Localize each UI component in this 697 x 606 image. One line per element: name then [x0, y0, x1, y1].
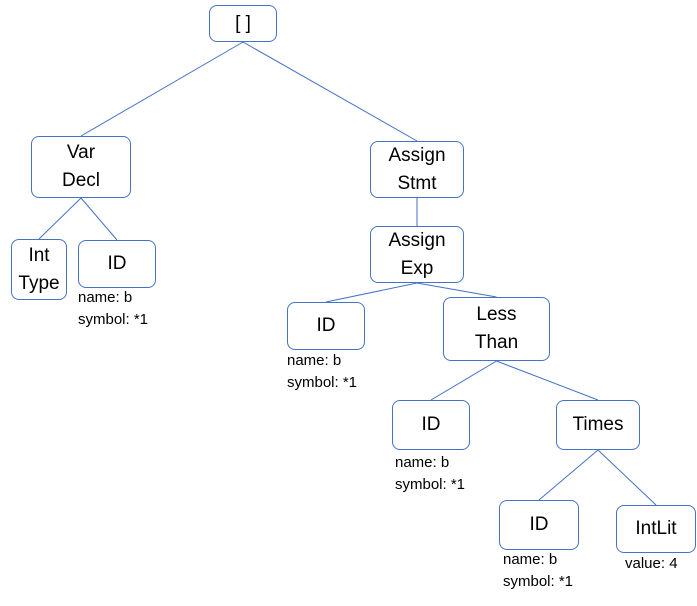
node-id-lhs: ID	[287, 302, 365, 350]
edge-times-to-int-lit	[597, 449, 657, 506]
node-assign-exp: Assign Exp	[370, 226, 464, 283]
node-times: Times	[556, 400, 640, 450]
node-id-lt-left: ID	[392, 400, 470, 450]
annotation-int-lit: value: 4	[625, 553, 678, 575]
node-int-lit-line-1: IntLit	[635, 518, 677, 539]
annotation-id-times-left-name: name: b	[503, 551, 558, 568]
edge-var-decl-to-id-decl	[80, 197, 118, 241]
node-id-decl: ID	[78, 240, 156, 288]
edge-assign-exp-to-id-lhs	[325, 282, 418, 303]
annotation-id-lhs-symbol: symbol: *1	[287, 374, 358, 391]
node-id-times-left-line-1: ID	[529, 514, 549, 535]
annotation-id-lt-left: name: b symbol: *1	[395, 452, 465, 496]
node-id-decl-line-1: ID	[107, 253, 127, 274]
node-id-lt-left-line-1: ID	[421, 414, 441, 435]
node-times-line-1: Times	[572, 414, 624, 435]
node-int-type-line-2: Type	[18, 272, 60, 294]
node-assign-stmt-line-2: Stmt	[397, 172, 437, 194]
node-var-decl-line-1: Var	[66, 142, 96, 163]
edge-less-than-to-id-lt-left	[430, 360, 497, 401]
edge-root-to-assign-stmt	[242, 41, 418, 142]
node-less-than-line-1: Less	[476, 304, 517, 325]
node-root: [ ]	[209, 5, 277, 42]
node-assign-exp-line-1: Assign	[388, 229, 446, 251]
annotation-id-times-left-symbol: symbol: *1	[503, 573, 574, 590]
node-root-line-1: [ ]	[235, 12, 251, 34]
edge-var-decl-to-int-type	[38, 197, 82, 240]
annotation-id-decl-symbol: symbol: *1	[78, 311, 149, 328]
edge-less-than-to-times	[496, 360, 599, 401]
node-id-times-left: ID	[499, 500, 579, 550]
node-assign-stmt-line-1: Assign	[388, 144, 446, 166]
node-id-lhs-line-1: ID	[316, 315, 336, 336]
annotation-id-lhs-name: name: b	[287, 352, 342, 369]
annotation-id-lt-left-symbol: symbol: *1	[395, 476, 466, 493]
node-less-than-line-2: Than	[474, 332, 519, 353]
node-var-decl: Var Decl	[31, 136, 131, 198]
node-int-type: Int Type	[11, 239, 67, 300]
annotation-id-times-left: name: b symbol: *1	[503, 549, 573, 593]
node-less-than: Less Than	[443, 297, 550, 361]
node-assign-exp-line-2: Exp	[400, 257, 434, 279]
annotation-int-lit-value: value: 4	[625, 555, 678, 572]
annotation-id-lt-left-name: name: b	[395, 454, 450, 471]
edge-root-to-var-decl	[80, 41, 244, 137]
annotation-id-lhs: name: b symbol: *1	[287, 350, 357, 394]
edge-times-to-id-times-left	[538, 449, 599, 501]
annotation-id-decl: name: b symbol: *1	[78, 287, 148, 331]
annotation-id-decl-name: name: b	[78, 289, 133, 306]
edge-assign-exp-to-less-than	[416, 282, 497, 298]
node-assign-stmt: Assign Stmt	[370, 141, 464, 198]
node-int-lit: IntLit	[616, 505, 696, 553]
node-int-type-line-1: Int	[28, 244, 50, 266]
node-var-decl-line-2: Decl	[61, 170, 100, 191]
